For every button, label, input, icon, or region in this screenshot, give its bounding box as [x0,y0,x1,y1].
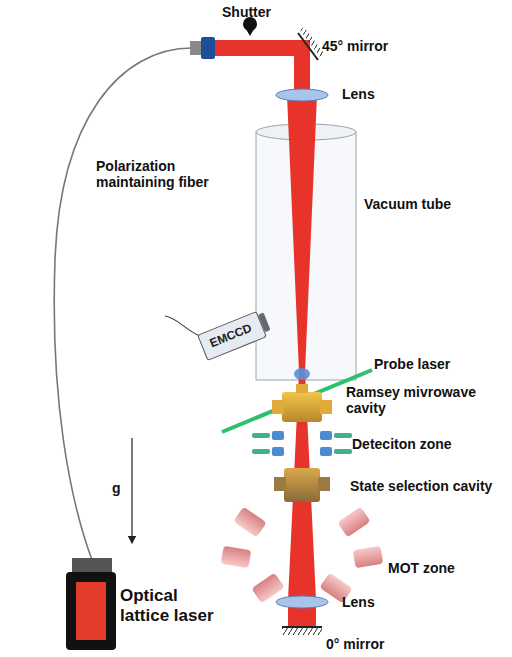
laser-cap [72,558,112,574]
laser-beam [294,40,310,95]
ramsey-cavity [282,392,322,422]
ramsey-cavity [272,400,284,414]
mirror-hatch [282,628,322,635]
part-label: Deteciton zone [352,436,452,452]
part-label: Shutter [222,4,271,20]
part-label: Ramsey mivrowave cavity [346,384,486,416]
laser-core [76,582,106,640]
camera-label: EMCCD [208,320,256,350]
fiber [54,48,192,560]
detection-optics [252,431,352,456]
camera-cable [165,316,200,336]
part-label: Polarization maintaining fiber [96,158,214,190]
lens [276,596,328,608]
mirror-0 [282,626,322,628]
mirror-hatch [300,27,324,57]
state-selection-cavity [274,477,286,491]
ramsey-cavity [320,400,332,414]
part-label: Lens [342,594,375,610]
lens [276,89,328,101]
part-label: Probe laser [374,356,450,372]
part-label: Lens [342,86,375,102]
fiber-connector [190,41,202,55]
state-selection-cavity [318,477,330,491]
ramsey-cavity [296,384,308,393]
part-label: 0° mirror [326,636,385,652]
part-label: MOT zone [388,560,455,576]
collimator [201,37,215,59]
atom-cloud [294,368,310,380]
part-label: Vacuum tube [364,196,451,212]
gravity-arrow [131,438,132,540]
state-selection-cavity [284,468,320,502]
part-label: 45° mirror [322,38,388,54]
mot-beams [221,507,384,604]
part-label: State selection cavity [350,478,510,494]
laser-body [66,572,116,650]
gravity-label: g [112,480,121,496]
laser-beam [287,95,317,372]
part-label: Optical lattice laser [120,586,230,625]
